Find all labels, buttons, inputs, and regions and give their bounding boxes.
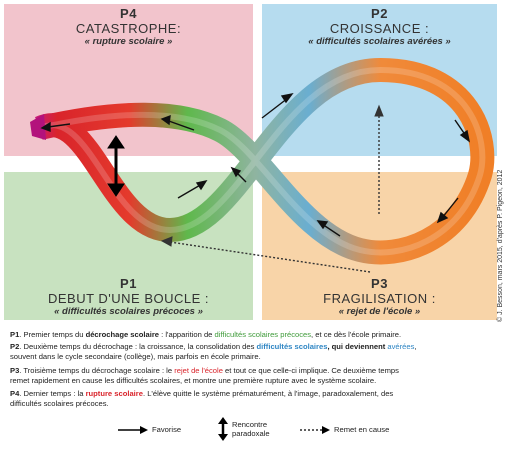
desc-p2-bold2: , qui deviennent — [327, 342, 388, 351]
desc-p4-line2: difficultés scolaires précoces. — [10, 399, 109, 408]
desc-p1-label: P1 — [10, 330, 20, 339]
p4-subtitle: « rupture scolaire » — [84, 36, 173, 47]
p3-subtitle: « rejet de l'école » — [338, 306, 421, 317]
quadrant-p2-text: P2 CROISSANCE : « difficultés scolaires … — [262, 6, 497, 47]
credit-text: © J. Besson, mars 2015, d'après P. Pigeo… — [497, 169, 504, 322]
description-p2: P2. Deuxième temps du décrochage : la cr… — [10, 342, 506, 362]
description-p1: P1. Premier temps du décrochage scolaire… — [10, 330, 506, 340]
loop-tail-tip — [30, 114, 46, 140]
desc-p3-red: rejet de l'école — [174, 366, 223, 375]
desc-p1-bold1: décrochage scolaire — [85, 330, 160, 339]
desc-p4-text2: . L'élève quitte le système prématurémen… — [142, 389, 394, 398]
p1-title: DEBUT D'UNE BOUCLE : — [47, 291, 210, 306]
quadrant-p1-text: P1 DEBUT D'UNE BOUCLE : « difficultés sc… — [4, 276, 253, 317]
desc-p4-red: rupture scolaire — [85, 389, 143, 398]
legend-remet: Remet en cause — [300, 425, 389, 434]
legend-rencontre: Rencontre paradoxale — [218, 417, 270, 441]
desc-p3-label: P3 — [10, 366, 20, 375]
solid-arrow-icon — [118, 425, 148, 434]
description-p4: P4. Dernier temps : la rupture scolaire.… — [10, 389, 506, 409]
desc-p3-text2: et tout ce que celle-ci implique. Ce deu… — [222, 366, 399, 375]
p3-label: P3 — [371, 276, 388, 291]
p2-subtitle: « difficultés scolaires avérées » — [308, 36, 451, 47]
p2-title: CROISSANCE : — [329, 21, 430, 36]
desc-p2-label: P2 — [10, 342, 20, 351]
desc-p2-line2: souvent dans le cycle secondaire (collèg… — [10, 352, 261, 361]
desc-p2-blue1: difficultés scolaires — [256, 342, 328, 351]
desc-p4-label: P4 — [10, 389, 20, 398]
legend-favorise: Favorise — [118, 425, 181, 434]
description-p3: P3. Troisième temps du décrochage scolai… — [10, 366, 506, 386]
desc-p2-blue2: avérées — [387, 342, 415, 351]
desc-p3-text1: . Troisième temps du décrochage scolaire… — [19, 366, 175, 375]
desc-p1-green: difficultés scolaires précoces — [214, 330, 312, 339]
legend-remet-label: Remet en cause — [334, 425, 390, 434]
desc-p1-text2: : l'apparition de — [159, 330, 215, 339]
loop-ribbon — [35, 57, 495, 265]
desc-p1-text1: . Premier temps du — [19, 330, 86, 339]
dotted-arrow-icon — [300, 425, 330, 434]
p4-label: P4 — [120, 6, 137, 21]
desc-p2-text2: , — [414, 342, 417, 351]
legend-favorise-label: Favorise — [152, 425, 182, 434]
quadrant-p4-text: P4 CATASTROPHE: « rupture scolaire » — [4, 6, 253, 47]
legend-rencontre-line2: paradoxale — [232, 429, 270, 438]
paradoxical-encounter-arrow — [107, 135, 125, 197]
desc-p3-line2: remet rapidement en cause les difficulté… — [10, 376, 377, 385]
legend-rencontre-line1: Rencontre — [232, 420, 268, 429]
p1-label: P1 — [120, 276, 137, 291]
remet-en-cause-arrow-vertical — [374, 104, 384, 214]
double-arrow-icon — [218, 417, 228, 441]
quadrant-p3-text: P3 FRAGILISATION : « rejet de l'école » — [262, 276, 497, 317]
p2-label: P2 — [371, 6, 388, 21]
remet-en-cause-arrow-diagonal — [160, 236, 371, 273]
p1-subtitle: « difficultés scolaires précoces » — [54, 306, 203, 317]
desc-p1-text3: , et ce dès l'école primaire. — [311, 330, 402, 339]
desc-p4-text1: . Dernier temps : la — [19, 389, 86, 398]
p4-title: CATASTROPHE: — [75, 21, 182, 36]
desc-p2-text1: . Deuxième temps du décrochage : la croi… — [19, 342, 257, 351]
p3-title: FRAGILISATION : — [323, 291, 436, 306]
